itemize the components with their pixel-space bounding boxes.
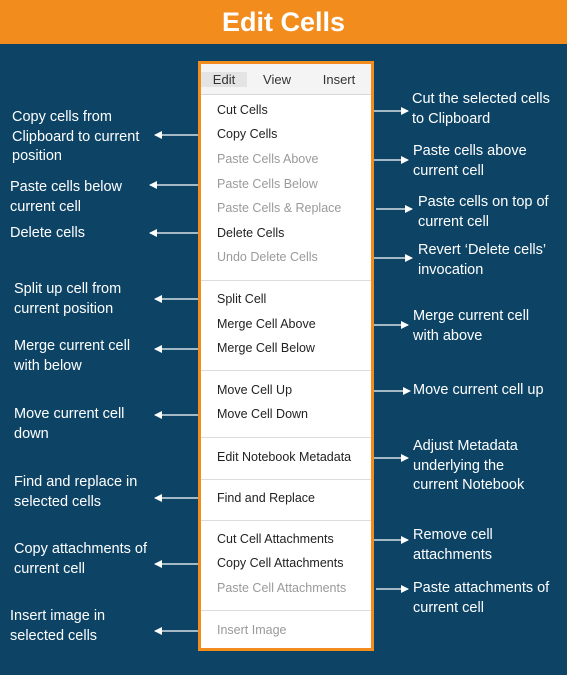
annotation-line: Paste attachments of	[413, 580, 550, 596]
right-annotation: Revert ‘Delete cells’ invocation	[418, 241, 546, 280]
menu-item-cut-cell-attachments[interactable]: Cut Cell Attachments	[217, 532, 334, 546]
annotation-line: Copy attachments of	[14, 541, 147, 557]
left-annotation: Copy attachments of current cell	[14, 540, 147, 579]
annotation-line: Remove cell	[413, 527, 493, 543]
menu-item-copy-cells[interactable]: Copy Cells	[217, 127, 278, 141]
left-annotation: Move current cell down	[14, 405, 124, 444]
menu-divider	[201, 280, 371, 281]
left-annotation: Insert image in selected cells	[10, 607, 105, 646]
annotation-line: Copy cells from	[12, 109, 112, 125]
annotation-line: invocation	[418, 261, 484, 278]
menu-item-move-cell-down[interactable]: Move Cell Down	[217, 407, 309, 421]
menu-item-cut-cells[interactable]: Cut Cells	[217, 103, 268, 117]
annotation-line: with above	[413, 327, 483, 344]
left-annotation: Paste cells below current cell	[10, 178, 122, 217]
right-annotation: Cut the selected cells to Clipboard	[412, 90, 550, 129]
menu-divider	[201, 479, 371, 480]
annotation-line: with below	[14, 357, 82, 374]
menu-item-move-cell-up[interactable]: Move Cell Up	[217, 383, 293, 397]
annotation-line: Merge current cell	[413, 308, 530, 324]
annotation-line: selected cells	[14, 493, 102, 510]
menu-divider	[201, 610, 371, 611]
right-annotation: Merge current cell with above	[413, 307, 529, 346]
annotation-line: current cell	[14, 560, 85, 577]
annotation-line: current cell	[413, 599, 484, 616]
annotation-line: Split up cell from	[14, 281, 122, 297]
menu-item-edit-notebook-metadata[interactable]: Edit Notebook Metadata	[217, 450, 352, 464]
menu-divider	[201, 520, 371, 521]
menu-divider	[201, 370, 371, 371]
annotation-line: current cell	[413, 162, 484, 179]
right-annotation: Paste cells on top of current cell	[418, 193, 549, 232]
menu-bar: Edit View Insert	[201, 64, 371, 95]
menu-view[interactable]: View	[263, 71, 291, 87]
menu-item-split-cell[interactable]: Split Cell	[217, 292, 267, 306]
annotation-line: Insert image in	[10, 608, 106, 624]
annotation-line: down	[14, 425, 49, 442]
annotation-line: Paste cells on top of	[418, 194, 549, 210]
menu-item-paste-cells-replace[interactable]: Paste Cells & Replace	[217, 201, 342, 215]
right-annotation: Move current cell up	[413, 381, 544, 401]
annotation-line: current position	[14, 300, 114, 317]
annotation-line: Paste cells below	[10, 179, 123, 195]
menu-divider	[201, 437, 371, 438]
page-title: Edit Cells	[221, 6, 346, 37]
annotation-line: current cell	[418, 213, 489, 230]
left-annotation: Find and replace in selected cells	[14, 473, 137, 512]
annotation-line: underlying the	[413, 457, 505, 474]
right-annotation: Adjust Metadata underlying the current Not…	[413, 437, 524, 496]
annotation-line: Cut the selected cells	[412, 91, 550, 107]
annotation-line: Move current cell up	[413, 382, 544, 398]
annotation-line: attachments	[413, 546, 492, 563]
menu-item-delete-cells[interactable]: Delete Cells	[217, 226, 285, 240]
annotation-line: to Clipboard	[412, 110, 491, 127]
menu-item-paste-cell-attachments[interactable]: Paste Cell Attachments	[217, 581, 347, 595]
annotation-line: Revert ‘Delete cells’	[418, 242, 547, 258]
annotation-line: current cell	[10, 198, 81, 215]
menu-item-paste-cells-below[interactable]: Paste Cells Below	[217, 177, 318, 191]
menu-item-merge-cell-below[interactable]: Merge Cell Below	[217, 341, 315, 355]
right-annotation: Remove cell attachments	[413, 526, 493, 565]
annotation-line: position	[12, 148, 62, 164]
menu-item-undo-delete-cells[interactable]: Undo Delete Cells	[217, 250, 318, 264]
menu-item-copy-cell-attachments[interactable]: Copy Cell Attachments	[217, 556, 344, 570]
right-annotation: Paste attachments of current cell	[413, 579, 549, 618]
annotation-line: Adjust Metadata	[413, 438, 518, 454]
annotation-line: selected cells	[10, 627, 98, 644]
annotation-line: Merge current cell	[14, 338, 131, 354]
annotation-line: current Notebook	[413, 477, 525, 493]
menu-insert[interactable]: Insert	[322, 71, 356, 87]
left-annotation: Split up cell from current position	[14, 280, 121, 319]
right-annotation: Paste cells above current cell	[413, 142, 527, 181]
menu-item-paste-cells-above[interactable]: Paste Cells Above	[217, 152, 319, 166]
page-title-banner: Edit Cells	[0, 0, 567, 44]
menu-item-merge-cell-above[interactable]: Merge Cell Above	[217, 317, 316, 331]
menu-item-insert-image[interactable]: Insert Image	[217, 623, 287, 637]
annotation-line: Find and replace in	[14, 474, 138, 490]
annotation-line: Move current cell	[14, 406, 125, 422]
annotation-line: Clipboard to current	[12, 128, 140, 145]
left-annotation: Delete cells	[10, 224, 85, 244]
annotation-line: Delete cells	[10, 225, 85, 241]
menu-edit[interactable]: Edit	[201, 71, 247, 87]
left-annotation: Merge current cell with below	[14, 337, 130, 376]
menu-item-find-and-replace[interactable]: Find and Replace	[217, 491, 315, 505]
annotation-line: Paste cells above	[413, 143, 527, 159]
